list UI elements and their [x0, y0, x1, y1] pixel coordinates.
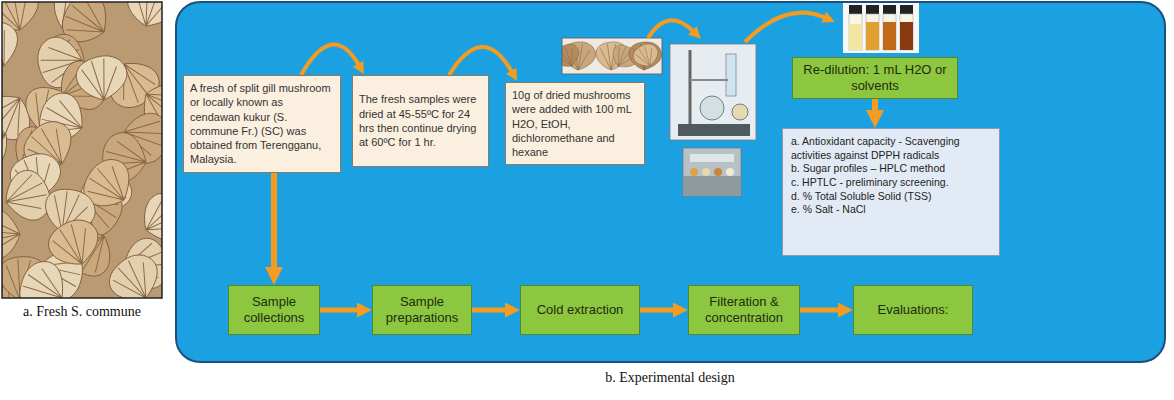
vial-cap [883, 5, 896, 14]
list-item: e. % Salt - NaCl [791, 203, 991, 217]
figure-caption: a. Fresh S. commune [2, 304, 162, 320]
flask [732, 104, 748, 120]
process-box: A fresh of split gill mushroom or locall… [183, 75, 341, 173]
box-text: Evaluations: [860, 302, 966, 318]
sample-dish [714, 168, 722, 176]
stand-rod [689, 50, 692, 128]
mushroom-cap [2, 15, 28, 78]
shelf [690, 154, 734, 162]
flow-arrow [648, 20, 694, 38]
flow-arrow [640, 308, 676, 313]
stage-box: Cold extraction [520, 285, 640, 335]
bench-top [683, 176, 741, 196]
mushroom-cap [562, 40, 584, 72]
list-item: a. Antioxidant capacity - Scavenging act… [791, 135, 991, 162]
stage-box: Sample preparations [372, 285, 472, 335]
flask [700, 96, 724, 120]
condenser [726, 54, 736, 96]
mushroom-cap [2, 207, 22, 261]
mushroom-cap [13, 255, 74, 298]
stage-box: Filteration & concentration [688, 285, 800, 335]
photo-ground [670, 44, 756, 140]
flow-arrow [872, 99, 878, 114]
bench-photo [683, 148, 741, 196]
mushroom-cap [102, 247, 162, 298]
evaluation-list: a. Antioxidant capacity - Scavenging act… [782, 128, 1000, 256]
dried-mushroom-photo [562, 38, 662, 74]
mushroom-cap [73, 52, 130, 104]
sample-dish [726, 168, 734, 176]
flow-arrow [745, 13, 826, 42]
vial [900, 14, 913, 50]
figure-caption: b. Experimental design [520, 370, 820, 386]
mushroom-cap [630, 40, 662, 70]
vial-liquid [900, 22, 913, 50]
flow-arrow [472, 308, 508, 313]
box-text: The fresh samples were dried at 45-55ºC … [359, 92, 482, 149]
rotavap-photo [670, 44, 756, 140]
list-item: b. Sugar profiles – HPLC method [791, 162, 991, 176]
vial-cap [900, 5, 913, 14]
vial [866, 14, 879, 50]
box-text: Filteration & concentration [695, 294, 793, 325]
design-panel [176, 2, 1165, 362]
vial-cap [866, 5, 879, 14]
vial-liquid [866, 22, 879, 50]
stage-box: Evaluations: [853, 285, 973, 335]
list-item: c. HPTLC - preliminary screening. [791, 176, 991, 190]
box-text: Sample collections [235, 294, 313, 325]
box-text: A fresh of split gill mushroom or locall… [190, 81, 334, 167]
photo-ground [843, 3, 919, 53]
flow-arrow [271, 173, 277, 271]
box-text: 10g of dried mushrooms were added with 1… [512, 88, 638, 159]
vial [849, 14, 862, 50]
mushroom-photo [2, 2, 162, 298]
flow-arrow [800, 308, 841, 313]
process-box: The fresh samples were dried at 45-55ºC … [352, 75, 489, 167]
vial-liquid [883, 22, 896, 50]
vial-liquid [849, 24, 862, 50]
flow-arrow [301, 44, 359, 75]
mushroom-cap [123, 2, 162, 31]
photo-frame [562, 38, 662, 74]
process-box: 10g of dried mushrooms were added with 1… [505, 82, 645, 165]
box-text: Sample preparations [379, 294, 465, 325]
sample-dish [690, 168, 698, 176]
vial [883, 14, 896, 50]
list-item: d. % Total Soluble Solid (TSS) [791, 190, 991, 204]
box-text: Cold extraction [527, 302, 633, 318]
base [678, 124, 750, 136]
flow-arrow [449, 47, 512, 75]
flow-arrow [320, 308, 360, 313]
photo-ground [683, 148, 741, 196]
photo-frame [2, 2, 162, 298]
stage-box: Sample collections [228, 285, 320, 335]
vials-photo [843, 3, 919, 53]
vial-cap [849, 5, 862, 14]
box-text: Re-dilution: 1 mL H2O or solvents [799, 62, 951, 93]
step-box: Re-dilution: 1 mL H2O or solvents [792, 57, 958, 99]
arm [690, 79, 728, 81]
sample-dish [702, 168, 710, 176]
